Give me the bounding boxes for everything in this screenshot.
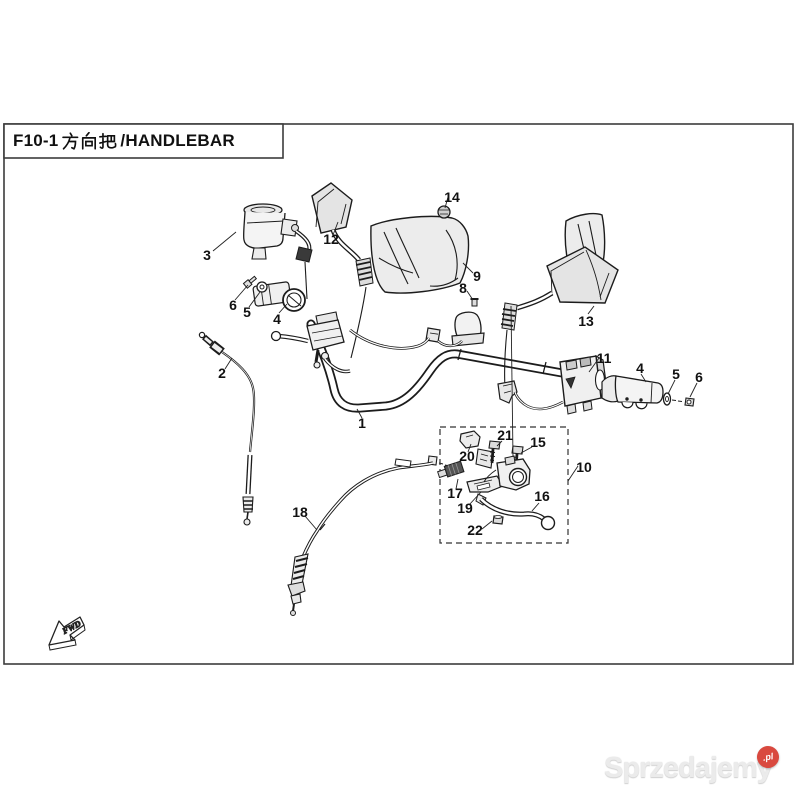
clutch-cable-part [287,455,450,616]
handlebar-tube-part [306,319,606,413]
drawing-frame [3,123,794,665]
part-callout-5: 5 [243,304,251,320]
part-callout-17: 17 [447,485,463,501]
part-callout-18: 18 [292,504,308,520]
watermark: Sprzedajemy .pl [604,744,794,792]
part-callout-4: 4 [636,360,644,376]
part-callout-5: 5 [672,366,680,382]
part-callout-1: 1 [358,415,366,431]
cap-part [437,205,451,219]
title-cjk-glyphs [62,131,117,150]
part-callout-16: 16 [534,488,550,504]
brake-lever-part [475,493,556,531]
cable-adjuster-part [437,460,465,479]
part-callout-20: 20 [459,448,475,464]
part-callout-21: 21 [497,427,513,443]
watermark-brand: Sprzedajemy [604,752,773,784]
title-block: F10-1 /HANDLEBAR [13,131,235,151]
part-callout-9: 9 [473,268,481,284]
mirror-left-part [311,182,374,359]
switch-housing-right-part [497,354,609,415]
part-callout-6: 6 [695,369,703,385]
part-callout-19: 19 [457,500,473,516]
part-callout-3: 3 [203,247,211,263]
title-text: /HANDLEBAR [120,131,235,150]
part-callout-12: 12 [323,231,339,247]
part-callout-2: 2 [218,365,226,381]
part-callout-22: 22 [467,522,483,538]
part-callout-6: 6 [229,297,237,313]
part-callout-14: 14 [444,189,460,205]
screw-part [470,298,479,307]
grip-right-part [601,375,695,410]
switch-pod-part [425,311,485,348]
detail-box [439,426,569,544]
part-callout-13: 13 [578,313,594,329]
fwd-direction-arrow: FWD [48,616,86,651]
master-cylinder-left-part [242,203,313,300]
title-code: F10-1 [13,131,59,150]
lever-assembly-left-part [270,311,431,374]
part-callout-8: 8 [459,280,467,296]
part-callout-10: 10 [576,459,592,475]
part-callout-4: 4 [273,311,281,327]
throttle-cable-part [198,331,256,526]
bracket-part [459,430,494,469]
lever-perch-part [466,455,531,493]
part-callout-15: 15 [530,434,546,450]
callout-leader-lines [212,196,698,531]
mirror-right-part [500,246,619,389]
part-callout-11: 11 [597,350,612,366]
bolt-washer-left-parts [242,275,268,293]
